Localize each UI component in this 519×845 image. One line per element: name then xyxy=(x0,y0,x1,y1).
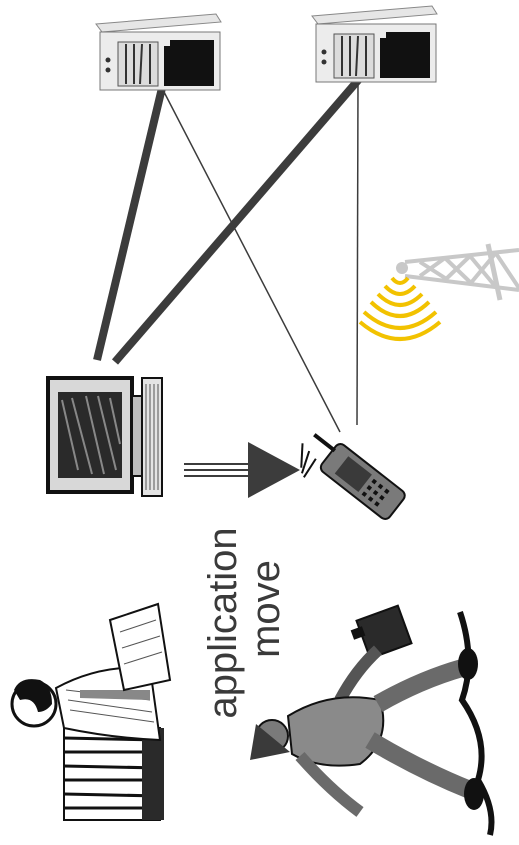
mobile-phone-icon xyxy=(287,424,408,534)
connections xyxy=(97,78,360,432)
link-phone-server-left xyxy=(163,90,340,432)
link-phone-server-right xyxy=(357,82,358,425)
signal-waves-icon xyxy=(360,278,440,339)
server-icon xyxy=(312,6,437,82)
server-icon xyxy=(96,14,221,90)
label-move: move xyxy=(243,549,289,669)
arrow-icon xyxy=(184,442,300,498)
antenna-tower-icon xyxy=(396,244,519,300)
label-application: application xyxy=(200,513,246,733)
person-reading-icon xyxy=(12,604,170,820)
desktop-computer-icon xyxy=(48,378,162,496)
